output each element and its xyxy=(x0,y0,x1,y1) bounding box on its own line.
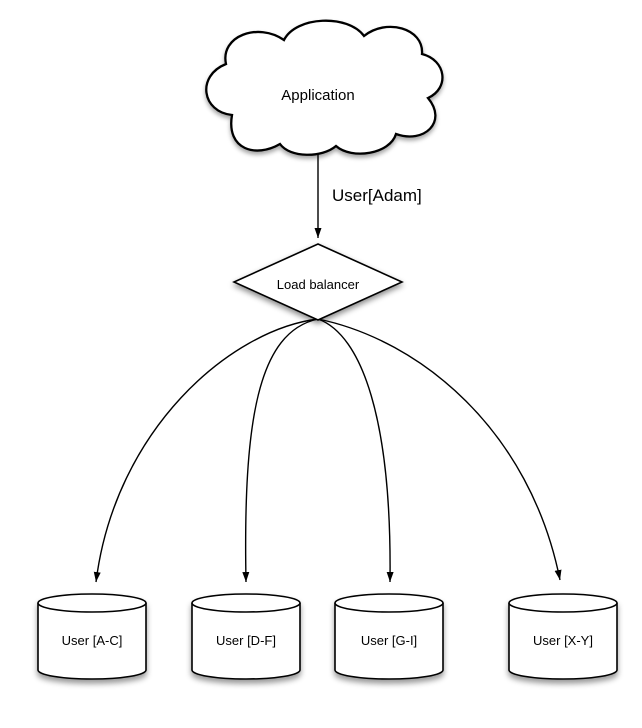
application-cloud-shape xyxy=(205,19,444,156)
application-node-label: Application xyxy=(281,87,355,104)
load-balancer-node-label: Load balancer xyxy=(276,277,360,292)
load-balancer-diamond-shape xyxy=(232,243,404,321)
shard3-cylinder-shape xyxy=(334,593,444,680)
shard1-cylinder-shape xyxy=(37,593,147,680)
shard2-node-label: User [D-F] xyxy=(216,633,276,648)
balancer-to-shard4-arrow xyxy=(317,318,562,581)
shard1-node-label: User [A-C] xyxy=(61,633,123,648)
balancer-to-shard1-arrow xyxy=(93,318,319,583)
shard2-cylinder-shape xyxy=(191,593,301,680)
balancer-to-shard2-arrow xyxy=(242,318,319,583)
shard4-node-label: User [X-Y] xyxy=(533,633,593,648)
request-edge-label: User[Adam] xyxy=(332,186,422,205)
shard3-node-label: User [G-I] xyxy=(360,633,418,648)
balancer-to-shard3-arrow xyxy=(317,318,394,583)
shard4-cylinder-shape xyxy=(508,593,618,680)
